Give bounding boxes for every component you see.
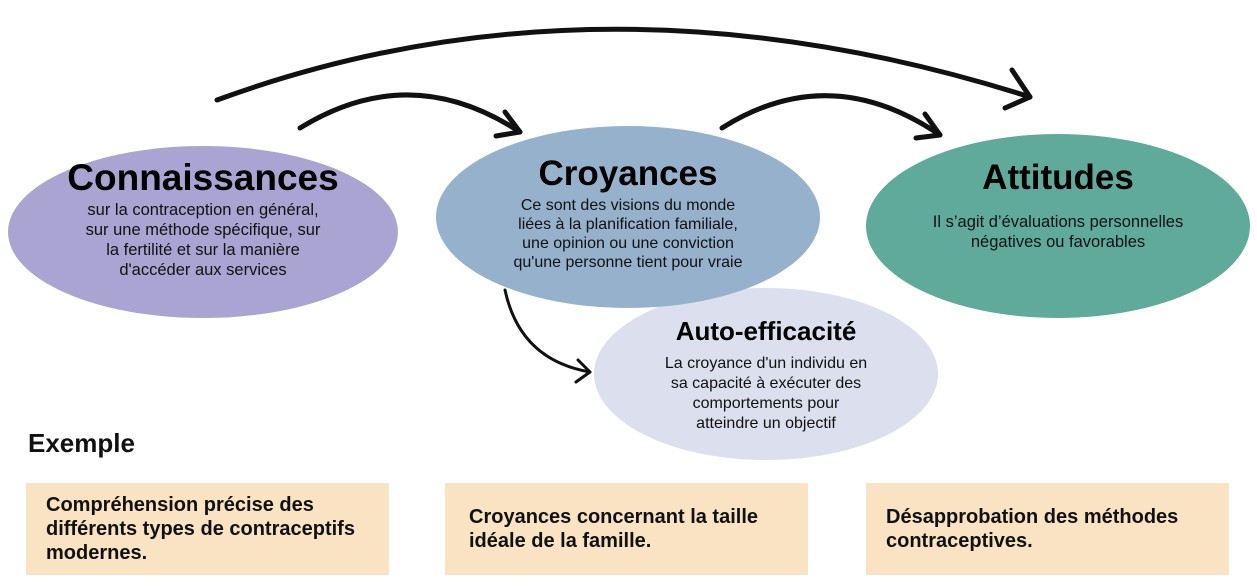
auto-efficacite-description: La croyance d'un individu en sa capacité… [594,354,938,434]
desc-line: négatives ou favorables [970,233,1146,251]
auto-efficacite-node: Auto-efficacité La croyance d'un individ… [594,314,938,434]
example-box-croyances: Croyances concernant la taille idéale de… [445,483,808,575]
desc-line: sur une méthode spécifique, sur [85,221,321,239]
arrow-connaissances-to-attitudes [214,26,1033,103]
desc-line: Il s’agit d’évaluations personnelles [932,213,1184,231]
desc-line: d'accéder aux services [119,261,287,279]
desc-line: atteindre un objectif [696,415,836,432]
desc-line: sur la contraception en général, [87,201,319,219]
desc-line: la fertilité et sur la manière [106,241,300,259]
croyances-title: Croyances [538,154,718,193]
connaissances-ellipse [8,146,398,318]
croyances-ellipse [436,126,820,308]
desc-line: qu'une personne tient pour vraie [513,254,743,271]
connaissances-node: Connaissances sur la contraception en gé… [10,156,396,280]
croyances-node: Croyances Ce sont des visions du monde l… [436,152,820,272]
auto-efficacite-title: Auto-efficacité [675,316,857,346]
desc-line: une opinion ou une conviction [522,235,734,252]
arrowhead-icon [913,111,943,141]
desc-line: Ce sont des visions du monde [520,197,736,214]
desc-line: sa capacité à exécuter des [670,375,862,392]
arrowhead-icon [1002,67,1033,111]
example-text: Croyances concernant la taille idéale de… [469,506,759,552]
croyances-description: Ce sont des visions du monde liées à la … [436,196,820,272]
example-box-connaissances: Compréhension précise des différents typ… [26,483,389,575]
connaissances-description: sur la contraception en général, sur une… [10,200,396,280]
attitudes-title: Attitudes [982,158,1134,197]
arrow-croyances-to-auto-efficacite [503,288,592,374]
arrow-croyances-to-attitudes [719,93,943,138]
attitudes-description: Il s’agit d’évaluations personnelles nég… [866,212,1250,252]
example-heading: Exemple [28,428,135,458]
desc-line: comportements pour [692,395,840,412]
example-text: Désapprobation des méthodes contraceptiv… [886,506,1179,552]
attitudes-node: Attitudes Il s’agit d’évaluations person… [866,156,1250,252]
example-text: Compréhension précise des différents typ… [46,494,355,564]
connaissances-title: Connaissances [67,157,339,198]
arrow-connaissances-to-croyances [297,92,523,135]
desc-line: La croyance d'un individu en [664,355,868,372]
attitudes-ellipse [866,134,1250,318]
arrowhead-icon [493,109,523,139]
desc-line: liées à la planification familiale, [518,216,738,233]
arrowhead-icon [574,358,592,384]
auto-efficacite-ellipse [594,288,938,460]
example-box-attitudes: Désapprobation des méthodes contraceptiv… [866,483,1229,575]
